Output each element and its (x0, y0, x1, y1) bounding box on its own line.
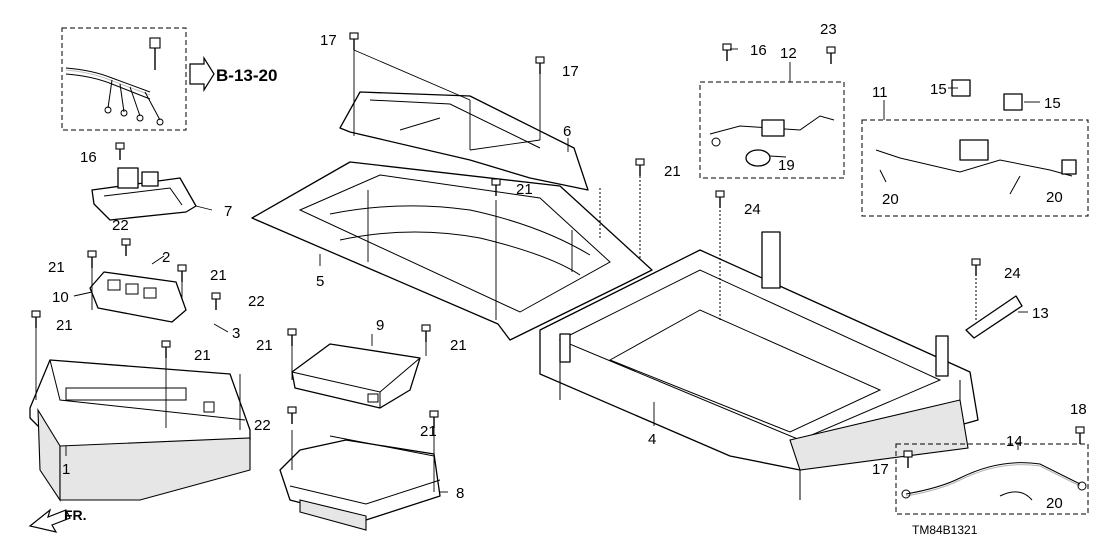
callout-18: 18 (1070, 401, 1087, 418)
callout-21-module: 21 (420, 423, 437, 440)
part-12-harness-inset (699, 81, 845, 179)
part-13-bracket (965, 295, 1023, 339)
diagram-code: TM84B1321 (912, 523, 978, 537)
callout-20-bottom: 20 (1046, 495, 1063, 512)
callout-15-left: 15 (930, 81, 947, 98)
part-11-harness-inset (861, 79, 1089, 217)
part-7-bracket (91, 167, 197, 221)
callout-21-cover: 21 (210, 267, 227, 284)
label-leaders (65, 48, 1040, 493)
part-1-inverter (29, 359, 251, 502)
part-14-cable-inset (895, 443, 1089, 515)
callout-21-left-lower: 21 (56, 317, 73, 334)
callout-24-upper: 24 (744, 201, 761, 218)
front-direction-arrow (28, 508, 71, 533)
relation-lines (35, 49, 977, 492)
callout-17-top-left: 17 (320, 32, 337, 49)
callout-1: 1 (62, 461, 70, 478)
reference-arrow (189, 55, 215, 93)
callout-7: 7 (224, 203, 232, 220)
callout-21-center: 21 (516, 181, 533, 198)
callout-24-right: 24 (1004, 265, 1021, 282)
callout-4: 4 (648, 431, 656, 448)
callout-21-ecu-right: 21 (450, 337, 467, 354)
reference-b-13-20: B-13-20 (216, 66, 277, 85)
callout-labels: 1 2 3 4 5 6 7 8 9 10 11 12 13 14 15 15 1… (48, 21, 1087, 512)
callout-14: 14 (1006, 433, 1023, 450)
callout-22-lower: 22 (254, 417, 271, 434)
callout-11: 11 (872, 84, 888, 101)
callout-22-upper: 22 (112, 217, 129, 234)
callout-3: 3 (232, 325, 240, 342)
callout-10: 10 (52, 289, 69, 306)
callout-15-right: 15 (1044, 95, 1061, 112)
callout-16-left: 16 (80, 149, 97, 166)
part-9-control-unit (291, 343, 421, 409)
callout-9: 9 (376, 317, 384, 334)
callout-23: 23 (820, 21, 837, 38)
callout-22-right: 22 (248, 293, 265, 310)
callout-21-ecu-left: 21 (256, 337, 273, 354)
callout-16-right: 16 (750, 42, 767, 59)
callout-17-bottom: 17 (872, 461, 889, 478)
callout-20-left: 20 (882, 191, 899, 208)
callout-21-right: 21 (664, 163, 681, 180)
part-8-module (279, 439, 441, 531)
callout-13: 13 (1032, 305, 1049, 322)
callout-19: 19 (778, 157, 795, 174)
callout-6: 6 (563, 123, 571, 140)
part-6-shield-plate (339, 91, 589, 191)
callout-2: 2 (162, 249, 170, 266)
callout-21-left-upper: 21 (48, 259, 65, 276)
callout-21-inverter: 21 (194, 347, 211, 364)
front-label: FR. (64, 507, 87, 523)
part-4-battery-frame (539, 231, 979, 500)
callout-17-top-right: 17 (562, 63, 579, 80)
callout-8: 8 (456, 485, 464, 502)
part-5-under-cover (251, 161, 653, 341)
callout-12: 12 (780, 45, 797, 62)
harness-inset (61, 27, 187, 131)
part-10-cover (89, 271, 187, 323)
callout-20-right: 20 (1046, 189, 1063, 206)
callout-5: 5 (316, 273, 324, 290)
